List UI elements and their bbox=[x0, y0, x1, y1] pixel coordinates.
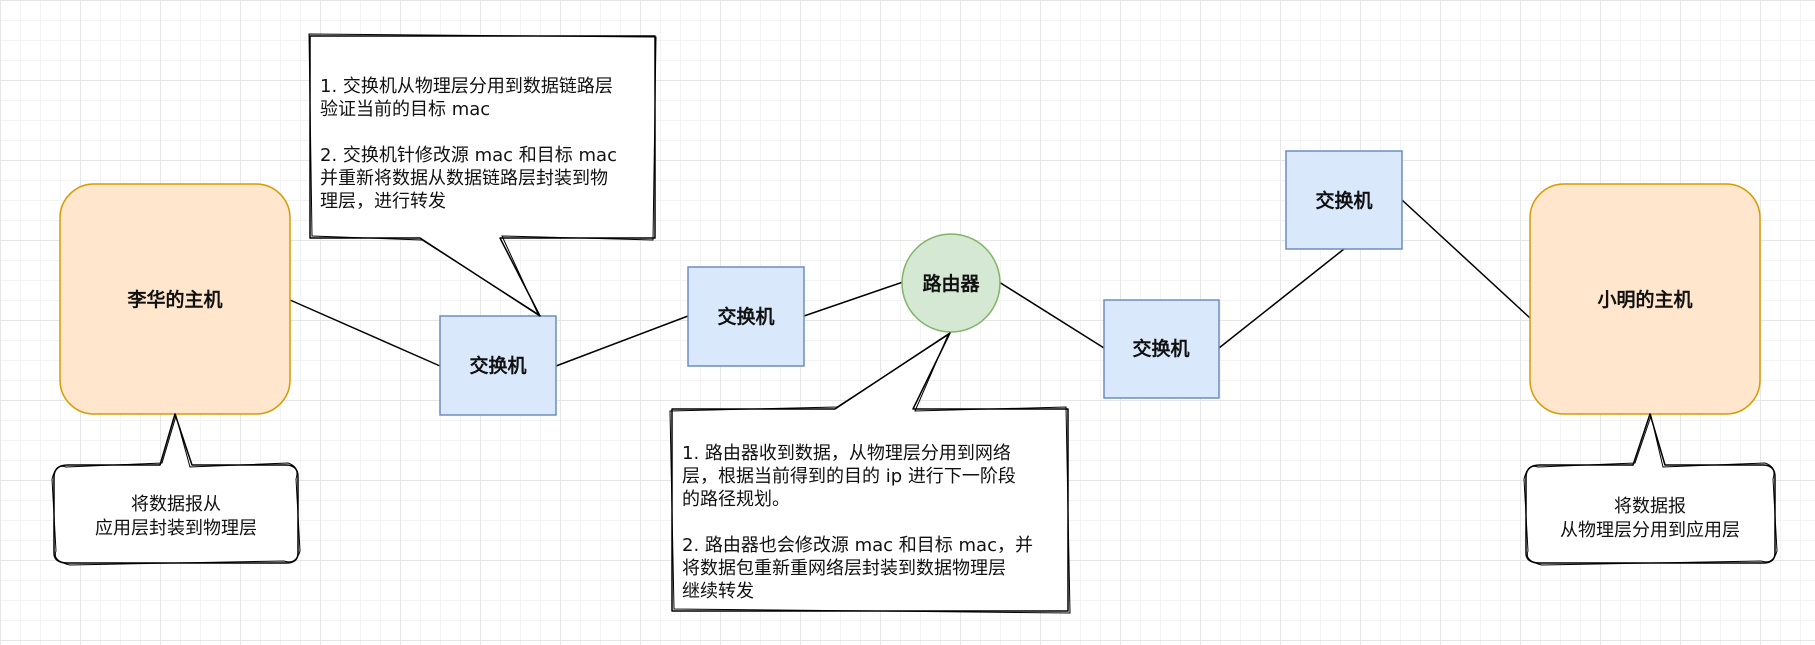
callout-line: 2. 路由器也会修改源 mac 和目标 mac，并 bbox=[682, 535, 1033, 556]
left-host-note-text: 将数据报从应用层封装到物理层 bbox=[95, 494, 257, 539]
left-host-note-sketch bbox=[51, 414, 301, 566]
callout-line: 将数据报 bbox=[1614, 496, 1686, 517]
switch-3[interactable]: 交换机 bbox=[1103, 299, 1220, 399]
switch-4-label: 交换机 bbox=[1315, 189, 1372, 212]
host-left[interactable]: 李华的主机 bbox=[59, 183, 291, 415]
switch-1-label: 交换机 bbox=[469, 354, 526, 377]
switch-2-box bbox=[687, 266, 805, 367]
right-host-note-callout: 将数据报从物理层分用到应用层 bbox=[1523, 413, 1778, 566]
router-note-sketch bbox=[669, 333, 1071, 614]
switch-3-box bbox=[1103, 299, 1220, 399]
right-host-note-bubble bbox=[1525, 413, 1776, 564]
router-note-callout: 1. 路由器收到数据，从物理层分用到网络层，根据当前得到的目的 ip 进行下一阶… bbox=[669, 332, 1071, 614]
edge-switch-2-router bbox=[803, 281, 904, 317]
router-circle bbox=[901, 233, 1001, 333]
switch-note-callout: 1. 交换机从物理层分用到数据链路层验证当前的目标 mac 2. 交换机针修改源… bbox=[308, 33, 657, 317]
switch-1[interactable]: 交换机 bbox=[439, 315, 557, 416]
router-note-text: 1. 路由器收到数据，从物理层分用到网络层，根据当前得到的目的 ip 进行下一阶… bbox=[682, 443, 1033, 602]
callout-line: 理层，进行转发 bbox=[320, 191, 446, 212]
switch-3-label: 交换机 bbox=[1132, 337, 1189, 360]
edge-switch-3-switch-4 bbox=[1218, 248, 1345, 349]
switch-2[interactable]: 交换机 bbox=[687, 266, 805, 367]
callout-line: 1. 路由器收到数据，从物理层分用到网络 bbox=[682, 443, 1011, 464]
switch-note-text: 1. 交换机从物理层分用到数据链路层验证当前的目标 mac 2. 交换机针修改源… bbox=[320, 76, 617, 212]
callout-line bbox=[682, 512, 688, 533]
callout-line: 1. 交换机从物理层分用到数据链路层 bbox=[320, 76, 613, 97]
callout-line: 验证当前的目标 mac bbox=[320, 99, 490, 120]
router[interactable]: 路由器 bbox=[901, 233, 1001, 333]
host-right-box bbox=[1529, 183, 1761, 415]
router-label: 路由器 bbox=[922, 272, 980, 295]
host-left-label: 李华的主机 bbox=[126, 288, 222, 311]
left-host-note-bubble bbox=[53, 413, 299, 564]
left-host-note-callout: 将数据报从应用层封装到物理层 bbox=[51, 413, 301, 566]
edge-switch-4-host-right bbox=[1401, 199, 1531, 319]
callout-line: 将数据报从 bbox=[131, 494, 221, 515]
switch-2-label: 交换机 bbox=[717, 305, 774, 328]
edge-switch-1-switch-2 bbox=[555, 315, 689, 367]
callout-line: 从物理层分用到应用层 bbox=[1560, 520, 1740, 541]
host-right[interactable]: 小明的主机 bbox=[1529, 183, 1761, 415]
switch-note-sketch bbox=[308, 33, 657, 316]
callout-line: 的路径规划。 bbox=[682, 489, 790, 510]
callout-line: 层，根据当前得到的目的 ip 进行下一阶段 bbox=[682, 466, 1016, 487]
callout-line: 并重新将数据从数据链路层封装到物 bbox=[320, 168, 608, 189]
switch-note-bubble bbox=[309, 35, 656, 317]
edges bbox=[289, 199, 1531, 367]
edge-host-left-switch-1 bbox=[289, 299, 441, 367]
switch-4-box bbox=[1285, 150, 1403, 250]
callout-line: 将数据包重新重网络层封装到数据物理层 bbox=[682, 558, 1006, 579]
callout-line bbox=[320, 122, 326, 143]
callout-line: 应用层封装到物理层 bbox=[95, 518, 257, 539]
host-right-label: 小明的主机 bbox=[1597, 288, 1692, 311]
right-host-note-sketch bbox=[1523, 414, 1778, 566]
callout-line: 继续转发 bbox=[682, 581, 754, 602]
switch-4[interactable]: 交换机 bbox=[1285, 150, 1403, 250]
callout-line: 2. 交换机针修改源 mac 和目标 mac bbox=[320, 145, 617, 166]
right-host-note-text: 将数据报从物理层分用到应用层 bbox=[1560, 496, 1740, 541]
edge-router-switch-3 bbox=[998, 281, 1105, 349]
switch-1-box bbox=[439, 315, 557, 416]
